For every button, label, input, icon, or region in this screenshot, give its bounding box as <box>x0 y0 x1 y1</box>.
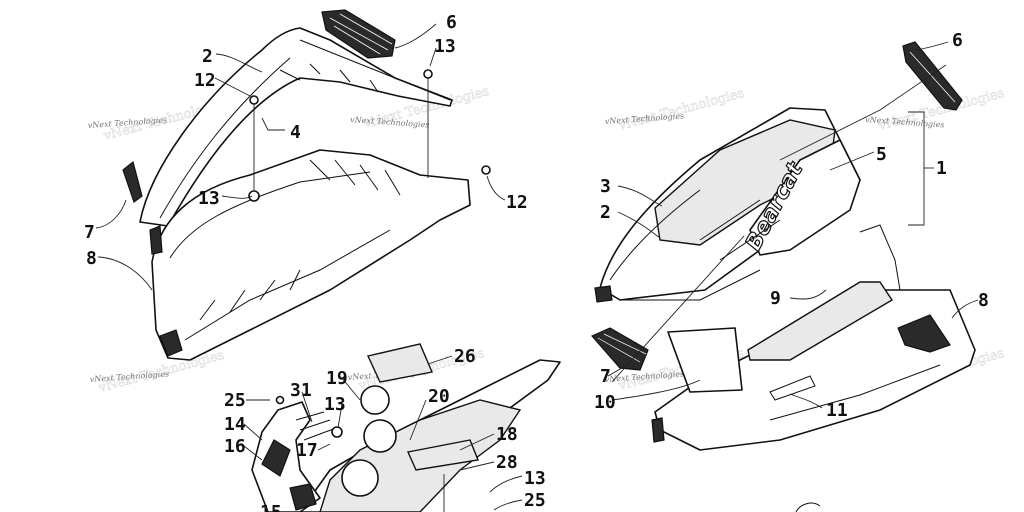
callout-2: 2 <box>202 46 213 67</box>
callout-26: 26 <box>454 346 476 367</box>
watermark-ghost: vNext Technologies <box>616 86 746 134</box>
callout-12: 12 <box>506 192 528 213</box>
callout-9: 9 <box>770 288 781 309</box>
callout-25: 25 <box>524 490 546 511</box>
callout-6: 6 <box>952 30 963 51</box>
callout-6: 6 <box>446 12 457 33</box>
callout-10: 10 <box>594 392 616 413</box>
callout-15: 15 <box>260 502 282 512</box>
nut-icon <box>423 69 433 79</box>
lower-center-chassis <box>251 343 561 512</box>
gauge-ring-icon <box>341 459 379 497</box>
callout-19: 19 <box>326 368 348 389</box>
callout-16: 16 <box>224 436 246 457</box>
callout-13: 13 <box>524 468 546 489</box>
callout-12: 12 <box>194 70 216 91</box>
partial-part-edge <box>795 502 821 512</box>
gauge-ring-icon <box>363 419 397 453</box>
callout-28: 28 <box>496 452 518 473</box>
callout-17: 17 <box>296 440 318 461</box>
hood-upper-trim <box>139 27 453 227</box>
top-cover-plate <box>367 343 433 383</box>
leader-lines <box>95 23 979 511</box>
hood-lower-fairing <box>151 149 471 361</box>
callout-7: 7 <box>84 222 95 243</box>
callout-labels: 2 12 4 13 7 8 6 13 12 6 5 1 3 2 9 8 7 10… <box>84 12 989 512</box>
screw-icon <box>275 395 285 405</box>
callout-18: 18 <box>496 424 518 445</box>
callout-7: 7 <box>600 366 611 387</box>
fasteners-left <box>248 69 491 202</box>
callout-4: 4 <box>290 122 301 143</box>
upper-left-hood-assembly <box>122 9 471 361</box>
callout-14: 14 <box>224 414 246 435</box>
callout-5: 5 <box>876 144 887 165</box>
mounting-bracket <box>407 439 479 471</box>
callout-11: 11 <box>826 400 848 421</box>
screw-icon <box>249 95 259 105</box>
fairing-insert-panel <box>747 281 893 361</box>
callout-13: 13 <box>324 394 346 415</box>
decal-panel <box>667 327 743 393</box>
callout-2: 2 <box>600 202 611 223</box>
callout-8: 8 <box>978 290 989 311</box>
gauge-ring-icon <box>360 385 390 415</box>
callout-13: 13 <box>198 188 220 209</box>
side-reflector-left <box>122 160 143 203</box>
callout-3: 3 <box>600 176 611 197</box>
nut-icon <box>248 190 260 202</box>
callout-31: 31 <box>290 380 312 401</box>
upper-right-hood-assembly: Bearcat <box>591 41 976 451</box>
callout-13: 13 <box>434 36 456 57</box>
callout-20: 20 <box>428 386 450 407</box>
side-reflector-right <box>591 327 649 371</box>
callout-25: 25 <box>224 390 246 411</box>
callout-1: 1 <box>936 158 947 179</box>
nut-icon <box>331 426 343 438</box>
screw-icon <box>481 165 491 175</box>
callout-8: 8 <box>86 248 97 269</box>
